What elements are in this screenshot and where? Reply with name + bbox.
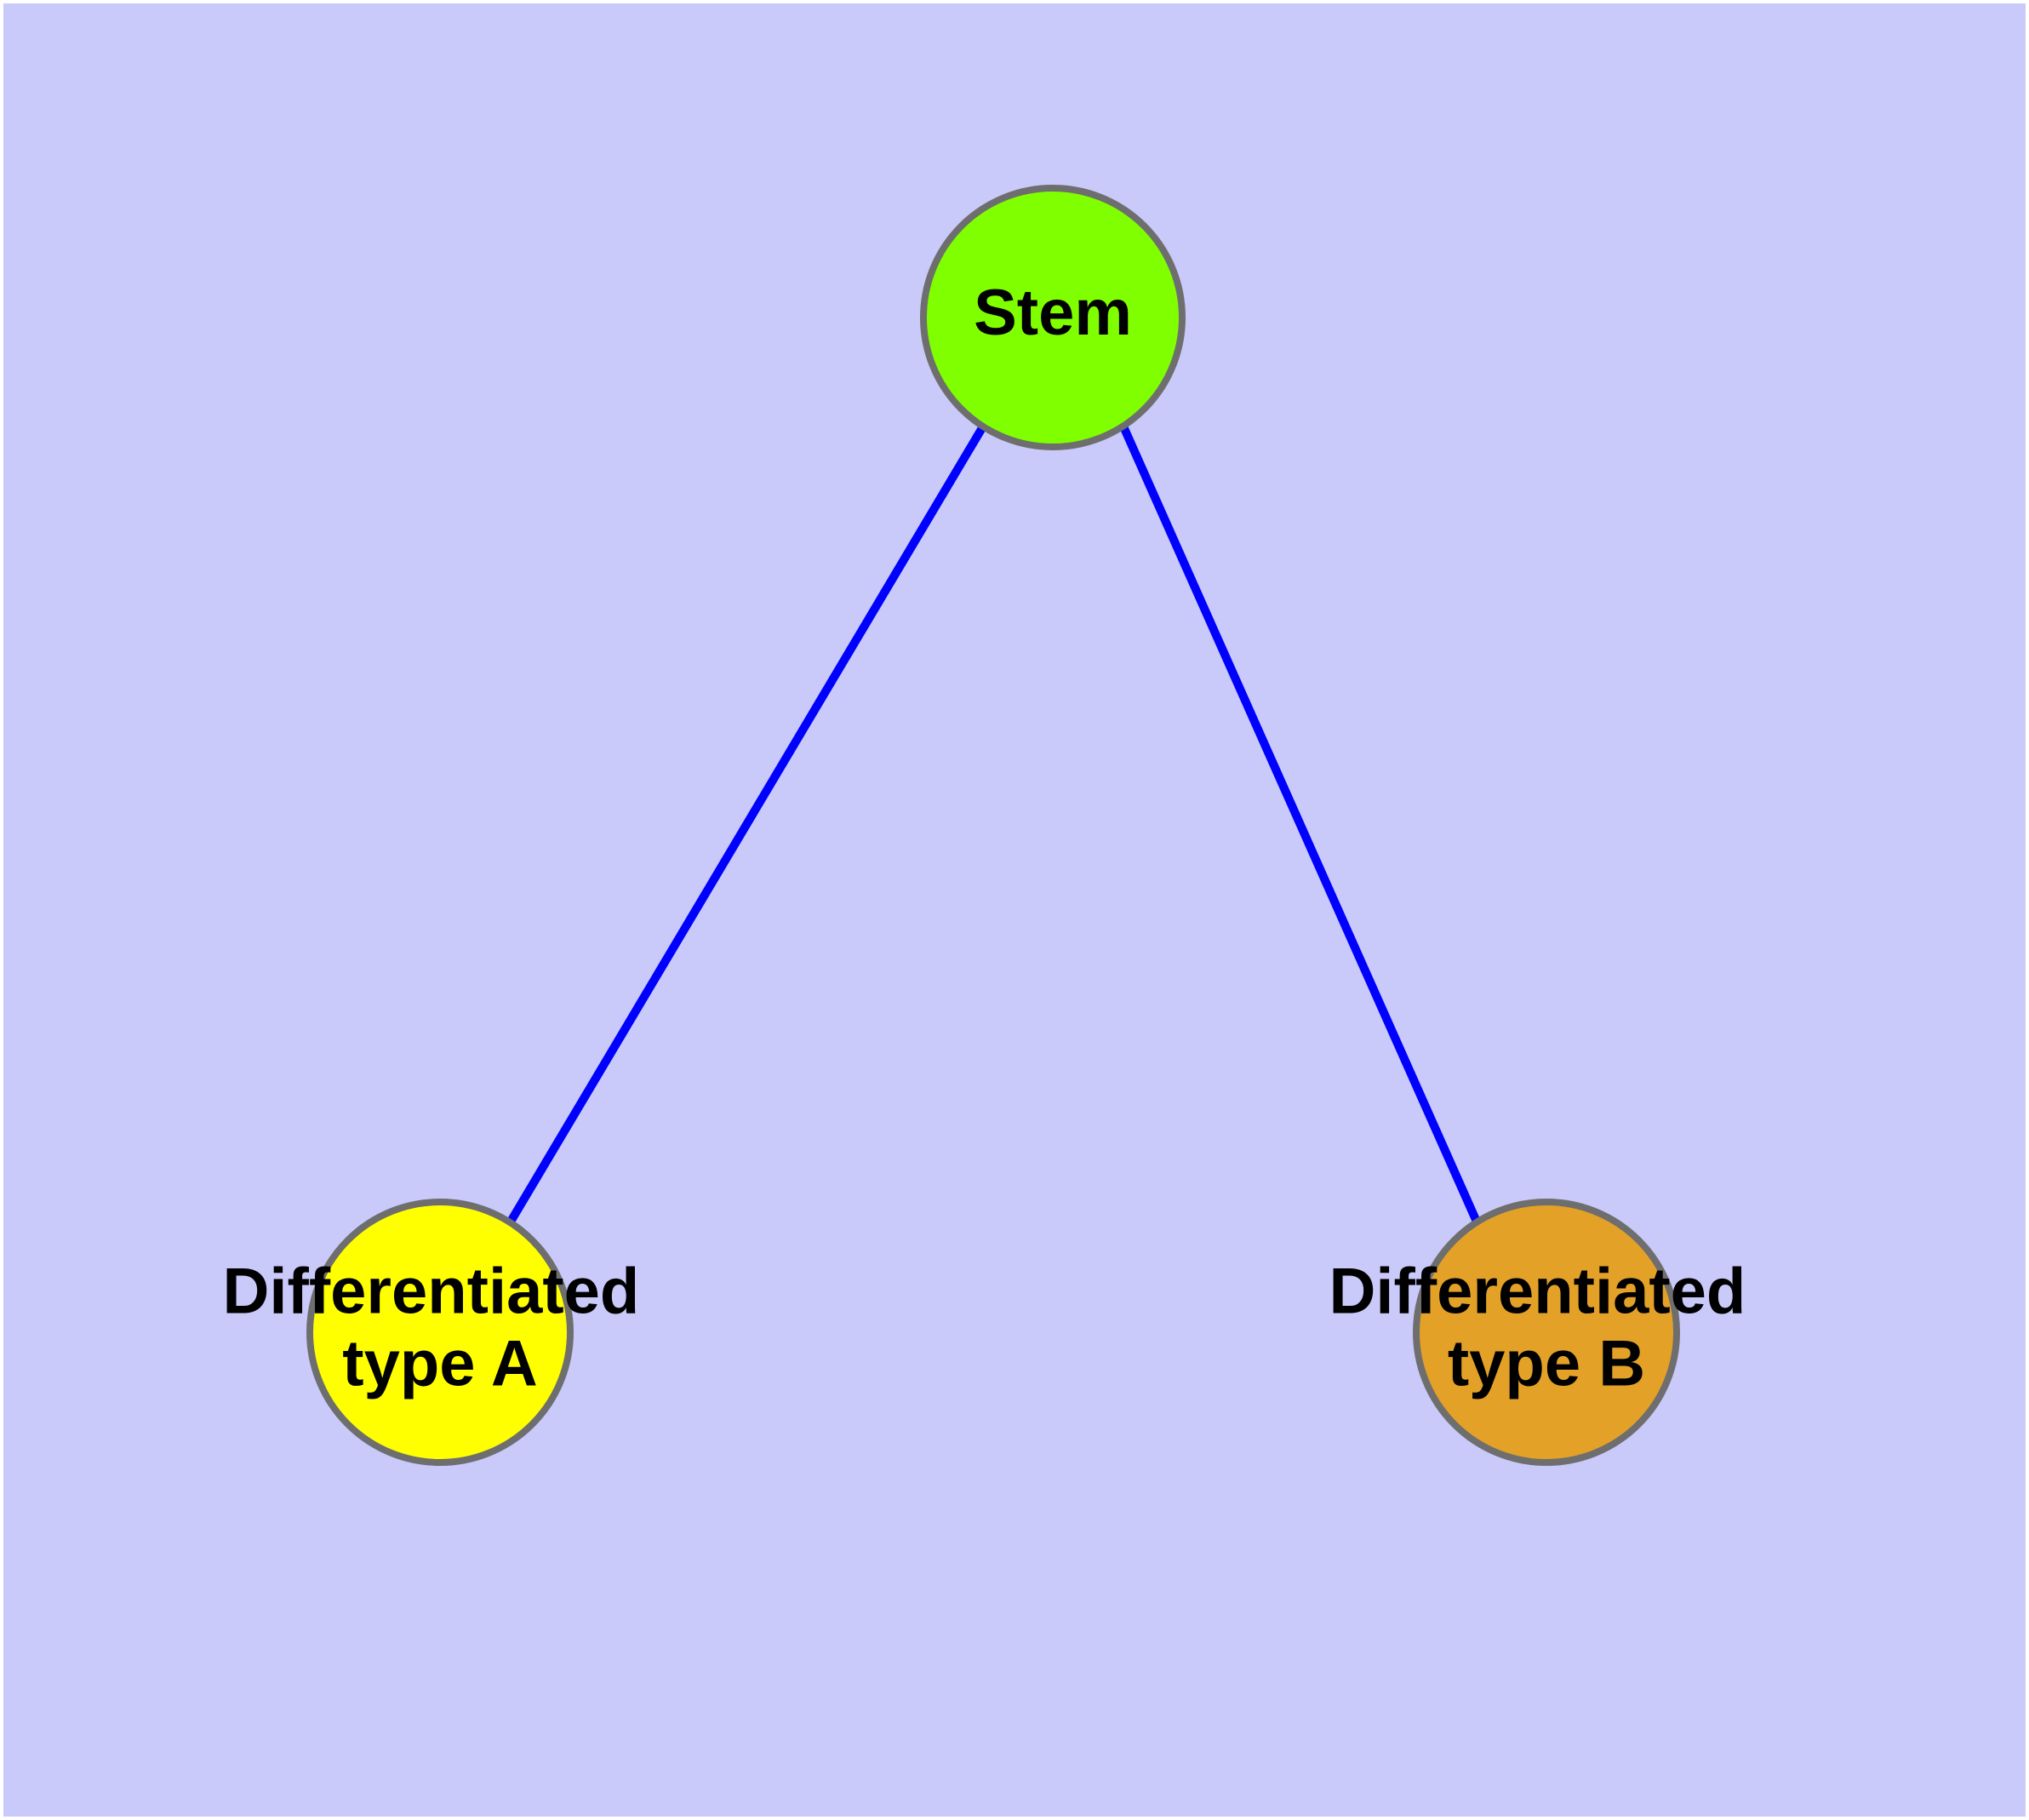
node-differentiated-type-b-label-line-1: Differentiated xyxy=(1329,1256,1746,1328)
node-stem-circle[interactable] xyxy=(920,185,1186,450)
edge-stem-to-differentiated-type-a[interactable] xyxy=(506,424,987,1224)
node-differentiated-type-b-circle[interactable] xyxy=(1413,1199,1680,1466)
node-stem-label-line-1: Stem xyxy=(974,277,1132,349)
node-differentiated-type-a-label-line-1: Differentiated xyxy=(223,1256,640,1328)
edge-stem-to-differentiated-type-b[interactable] xyxy=(1119,424,1481,1224)
node-differentiated-type-a-label: Differentiated type A xyxy=(223,1256,658,1400)
node-stem-label: Stem xyxy=(974,277,1132,349)
node-differentiated-type-b-label: Differentiated type B xyxy=(1329,1256,1764,1400)
node-differentiated-type-b-label-line-2: type B xyxy=(1448,1328,1645,1400)
node-differentiated-type-a-label-line-2: type A xyxy=(342,1328,537,1400)
node-differentiated-type-b[interactable]: Differentiated type B xyxy=(1329,1199,1764,1466)
node-differentiated-type-a[interactable]: Differentiated type A xyxy=(223,1199,658,1466)
node-stem[interactable]: Stem xyxy=(920,185,1186,450)
node-differentiated-type-a-circle[interactable] xyxy=(306,1199,574,1466)
edge-layer xyxy=(506,424,1481,1224)
node-layer: Stem Differentiated type A Differentiate… xyxy=(223,185,1764,1466)
